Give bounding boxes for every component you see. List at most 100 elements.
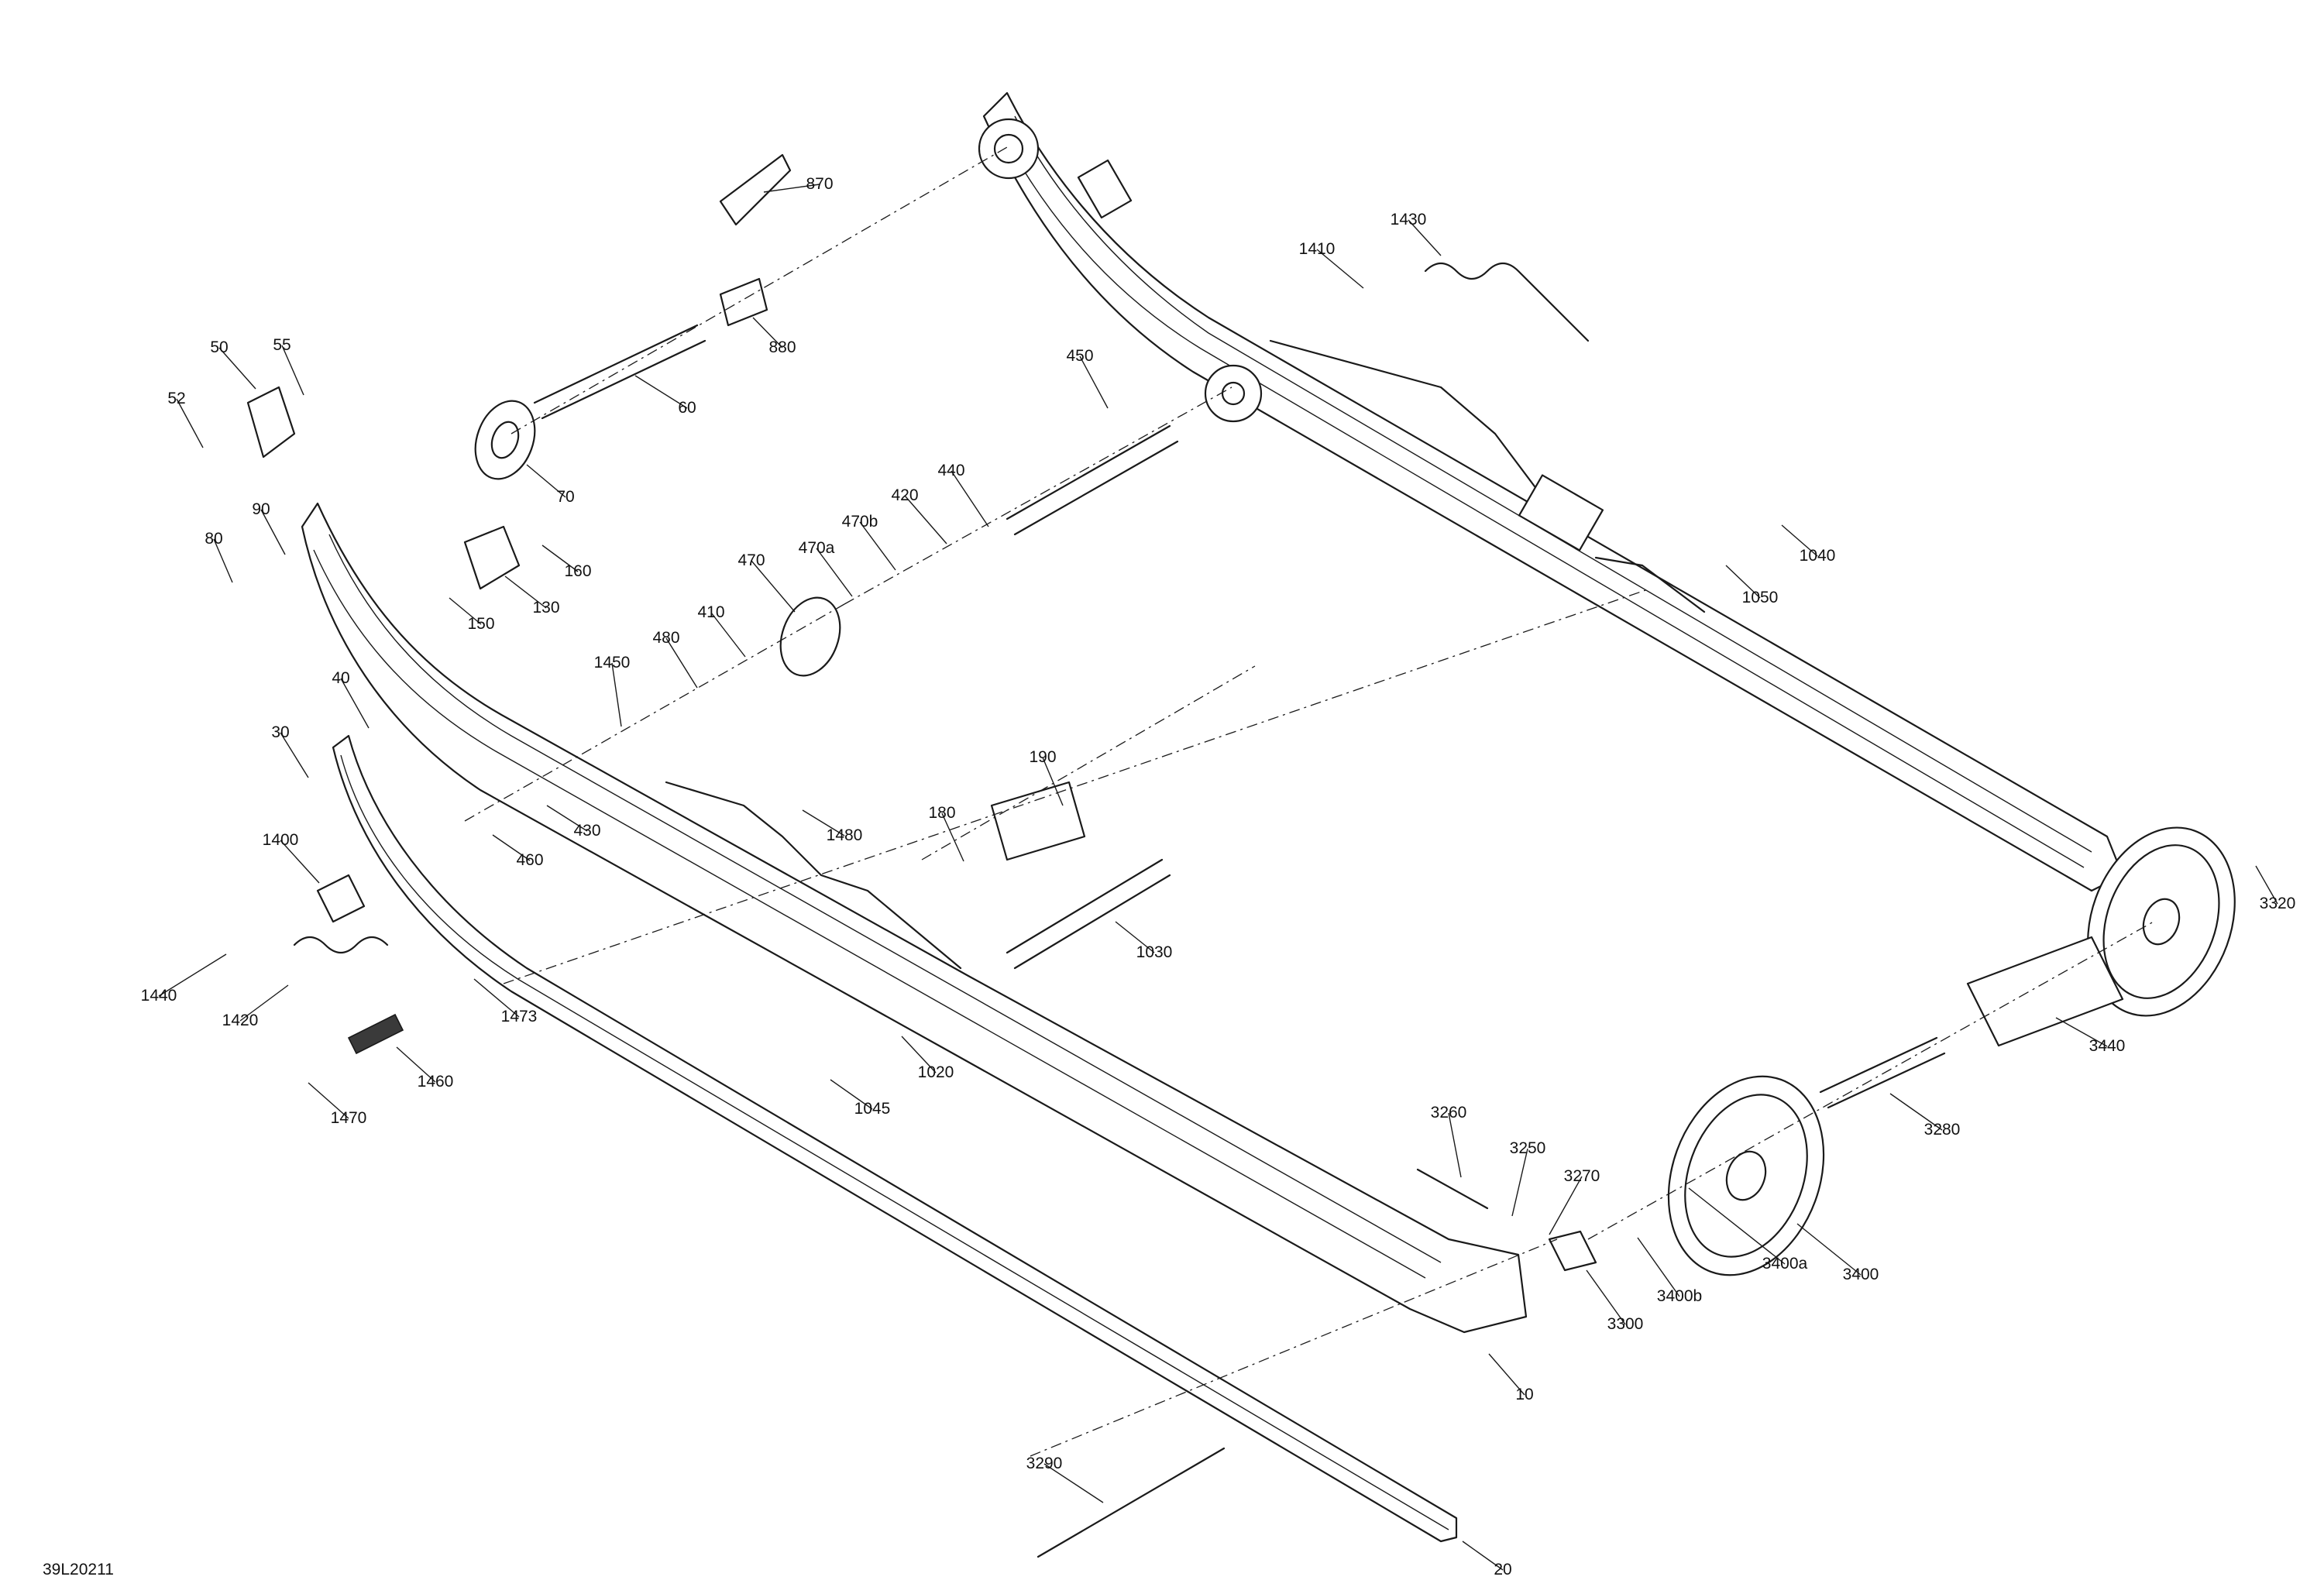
leader-line-3440 xyxy=(2055,1017,2108,1047)
callout-label-80: 80 xyxy=(205,530,222,548)
callout-label-40: 40 xyxy=(332,669,349,687)
callout-label-90: 90 xyxy=(252,500,270,518)
rear-wheel-upper xyxy=(2087,826,2236,1017)
leader-line-3320 xyxy=(2255,865,2278,905)
leader-line-1040 xyxy=(1781,524,1818,557)
callout-label-1400: 1400 xyxy=(263,831,299,849)
leader-line-430 xyxy=(546,805,588,832)
leader-line-30 xyxy=(280,732,309,778)
callout-label-3280: 3280 xyxy=(1924,1121,1961,1139)
callout-label-1450: 1450 xyxy=(594,654,631,672)
callout-label-70: 70 xyxy=(556,488,574,506)
leader-line-90 xyxy=(260,509,286,555)
rear-wheel-lower xyxy=(1667,1075,1825,1276)
leader-line-880 xyxy=(752,317,783,349)
callout-label-30: 30 xyxy=(271,723,289,741)
leader-line-1430 xyxy=(1408,219,1442,256)
leader-line-180 xyxy=(941,812,964,862)
callout-label-430: 430 xyxy=(573,822,600,840)
callout-label-1430: 1430 xyxy=(1391,211,1427,228)
callout-label-52: 52 xyxy=(167,390,185,407)
leader-line-3290 xyxy=(1043,1463,1104,1503)
leader-line-3280 xyxy=(1889,1093,1943,1131)
leader-line-70 xyxy=(526,464,566,498)
callout-label-1480: 1480 xyxy=(827,826,863,844)
leader-line-1473 xyxy=(473,978,520,1018)
leader-line-420 xyxy=(904,495,947,544)
callout-label-60: 60 xyxy=(678,399,696,417)
leader-line-1440 xyxy=(158,953,227,997)
left-side-rail xyxy=(301,502,1528,1334)
callout-label-190: 190 xyxy=(1029,748,1056,766)
leader-line-1480 xyxy=(802,809,845,836)
callout-label-870: 870 xyxy=(806,175,833,193)
leader-line-1470 xyxy=(308,1082,349,1119)
callout-label-470: 470 xyxy=(737,551,765,569)
callout-label-130: 130 xyxy=(532,599,559,617)
callout-label-1020: 1020 xyxy=(918,1063,954,1081)
leader-line-40 xyxy=(340,678,370,729)
leader-line-10 xyxy=(1488,1353,1525,1396)
leader-line-1400 xyxy=(280,840,320,884)
callout-label-150: 150 xyxy=(467,615,494,633)
leader-line-470a xyxy=(816,548,853,597)
callout-label-1030: 1030 xyxy=(1136,943,1173,961)
leader-line-130 xyxy=(504,575,547,609)
leader-line-3400b xyxy=(1637,1237,1680,1297)
figure-code: 39L20211 xyxy=(43,1561,114,1578)
callout-label-50: 50 xyxy=(210,338,228,356)
callout-label-3320: 3320 xyxy=(2260,895,2296,912)
callout-label-180: 180 xyxy=(928,804,955,822)
callout-label-440: 440 xyxy=(937,462,964,479)
callout-label-880: 880 xyxy=(768,338,796,356)
callout-label-10: 10 xyxy=(1515,1386,1533,1403)
leader-line-410 xyxy=(710,612,746,658)
callout-label-3400a: 3400a xyxy=(1762,1255,1808,1273)
callout-label-3400b: 3400b xyxy=(1657,1287,1702,1305)
leader-line-60 xyxy=(634,375,688,409)
leader-line-52 xyxy=(176,398,204,448)
slider-runner xyxy=(332,734,1458,1543)
leader-line-470 xyxy=(751,560,796,613)
leader-line-470b xyxy=(859,521,896,571)
leader-line-50 xyxy=(218,347,256,390)
leader-line-440 xyxy=(951,470,989,527)
callout-label-160: 160 xyxy=(564,562,591,580)
assembly-lines xyxy=(464,146,2154,1457)
leader-line-450 xyxy=(1079,356,1109,409)
callout-label-1440: 1440 xyxy=(141,987,177,1005)
callout-label-1460: 1460 xyxy=(418,1073,454,1091)
callout-leaders xyxy=(158,184,2278,1571)
leader-line-150 xyxy=(449,597,482,625)
callout-label-55: 55 xyxy=(273,336,290,354)
leader-line-20 xyxy=(1462,1541,1504,1571)
leader-line-3400 xyxy=(1796,1223,1862,1276)
leader-line-1420 xyxy=(239,984,289,1022)
callout-label-1045: 1045 xyxy=(854,1100,891,1118)
leader-line-3400a xyxy=(1688,1187,1786,1265)
callout-label-3300: 3300 xyxy=(1607,1315,1644,1333)
leader-line-1460 xyxy=(396,1046,436,1083)
callout-label-1470: 1470 xyxy=(331,1109,367,1127)
leader-line-480 xyxy=(665,637,698,689)
leader-line-3250 xyxy=(1511,1148,1528,1217)
callout-label-480: 480 xyxy=(652,629,679,647)
callout-label-3400: 3400 xyxy=(1843,1266,1879,1283)
callout-label-470b: 470b xyxy=(842,513,878,531)
callout-label-1040: 1040 xyxy=(1800,547,1836,565)
callout-label-3440: 3440 xyxy=(2089,1037,2126,1055)
callout-label-3260: 3260 xyxy=(1431,1104,1467,1122)
leader-line-1450 xyxy=(611,662,622,727)
leader-line-1050 xyxy=(1725,565,1761,599)
callout-label-1473: 1473 xyxy=(501,1008,538,1025)
leader-line-1410 xyxy=(1316,249,1364,289)
leader-line-870 xyxy=(763,184,820,193)
callout-label-470a: 470a xyxy=(799,539,835,557)
callout-label-20: 20 xyxy=(1494,1561,1511,1578)
callout-label-410: 410 xyxy=(697,603,724,621)
leader-line-190 xyxy=(1042,757,1064,806)
leader-line-3270 xyxy=(1549,1176,1583,1235)
callout-label-1410: 1410 xyxy=(1299,240,1336,258)
